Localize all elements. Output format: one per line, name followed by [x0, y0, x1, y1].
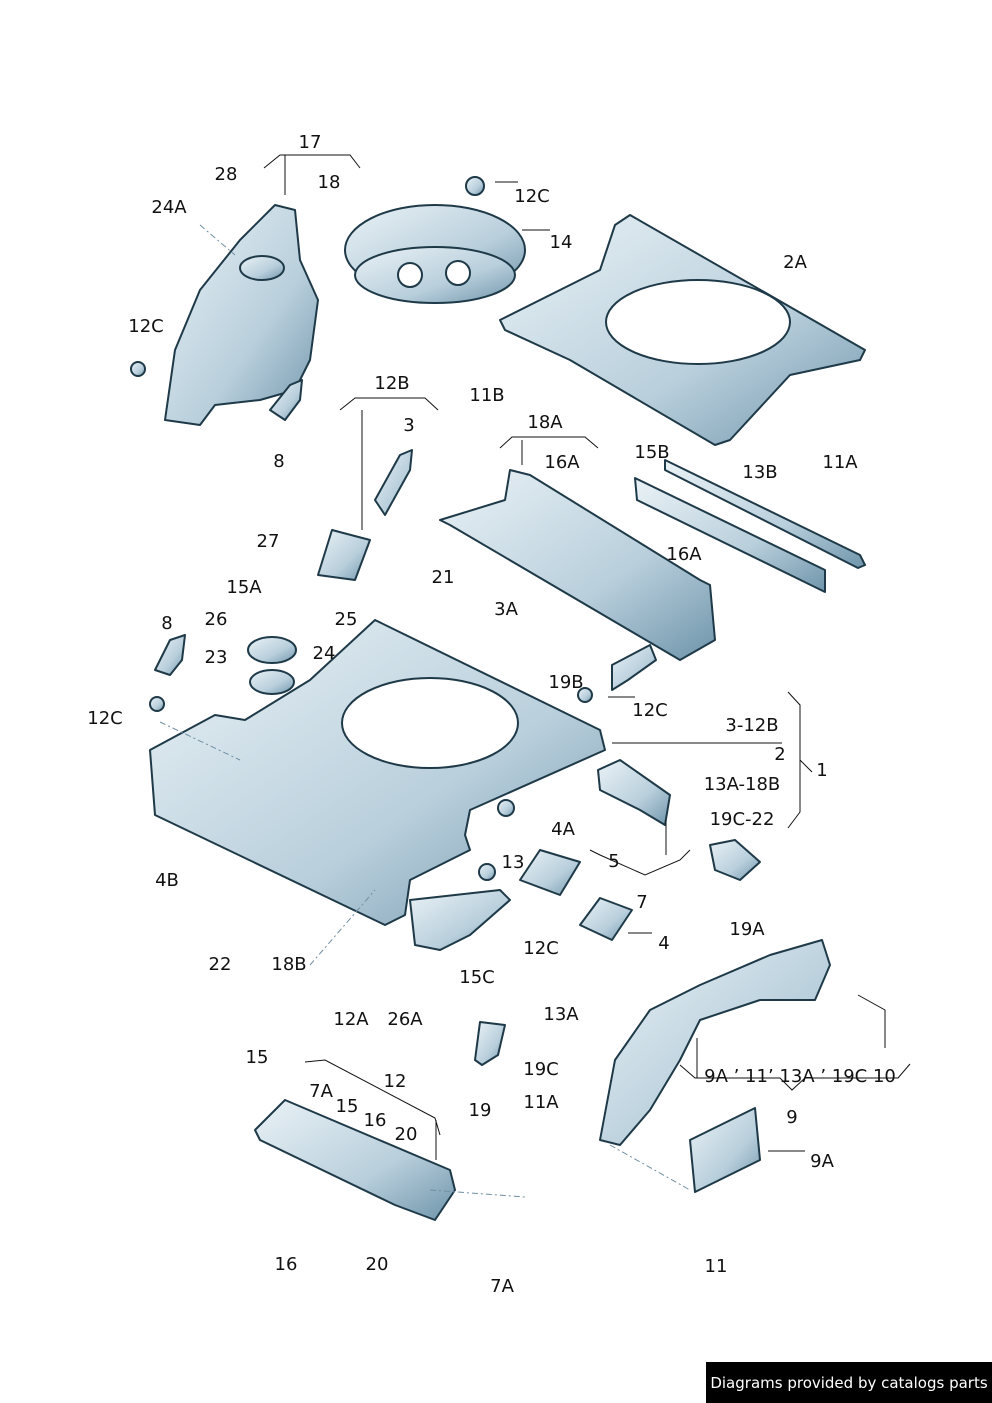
part-callout-label: 16A: [666, 544, 702, 565]
cross-member-12-part: [254, 1099, 456, 1221]
part-callout-label: 15C: [459, 967, 495, 988]
part-callout-label: 13A: [543, 1004, 579, 1025]
part-callout-label: 12C: [128, 316, 164, 337]
bracket-5-part: [597, 759, 671, 826]
bracket-4a-part: [519, 849, 581, 896]
rail-15b-part: [634, 477, 826, 593]
cross-member-part: [439, 469, 716, 661]
part-callout-label: 11A: [822, 452, 858, 473]
part-callout-label: 17: [298, 132, 322, 153]
part-callout-label: 15A: [226, 577, 262, 598]
part-callout-label: 9A ’ 11’ 13A ’ 19C 10: [704, 1066, 896, 1087]
bracket-4-part: [579, 897, 633, 941]
dashed-leaders: [159, 224, 691, 1198]
part-callout-label: 2: [774, 744, 786, 765]
part-callout-label: 11B: [469, 385, 505, 406]
bracket-19b-part: [611, 644, 657, 691]
part-callout-label: 7A: [490, 1276, 514, 1297]
part-callout-label: 16: [363, 1110, 387, 1131]
part-callout-label: 13A-18B: [703, 774, 781, 795]
part-callout-label: 18A: [527, 412, 563, 433]
rail-13b-part: [664, 459, 866, 569]
part-callout-label: 15: [335, 1096, 359, 1117]
part-callout-label: 24A: [151, 197, 187, 218]
part-callout-label: 8: [273, 451, 285, 472]
leader-lines: [263, 154, 911, 1160]
part-callout-label: 12A: [333, 1009, 369, 1030]
side-member-part: [599, 939, 831, 1146]
part-callout-label: 13: [501, 852, 525, 873]
part-callout-label: 7: [636, 892, 648, 913]
part-callout-label: 12C: [632, 700, 668, 721]
part-callout-label: 9A: [810, 1151, 834, 1172]
part-callout-label: 18B: [271, 954, 307, 975]
part-callout-label: 1: [816, 760, 828, 781]
part-callout-label: 7A: [309, 1081, 333, 1102]
bracket-9a-part: [689, 1107, 761, 1193]
part-callout-label: 21: [431, 567, 455, 588]
bracket-15c-part: [409, 889, 511, 951]
part-callout-label: 25: [334, 609, 358, 630]
part-callout-label: 19B: [548, 672, 584, 693]
part-callout-label: 27: [256, 531, 280, 552]
part-callout-label: 11: [704, 1256, 728, 1277]
part-callout-label: 12C: [523, 938, 559, 959]
part-callout-label: 20: [365, 1254, 389, 1275]
part-callout-label: 2A: [783, 252, 807, 273]
part-callout-label: 4: [658, 933, 670, 954]
part-callout-label: 26A: [387, 1009, 423, 1030]
part-callout-label: 12: [383, 1071, 407, 1092]
part-callout-label: 19C: [523, 1059, 559, 1080]
part-callout-label: 9: [786, 1107, 798, 1128]
bracket-19-part: [474, 1021, 506, 1066]
part-callout-label: 5: [608, 851, 620, 872]
part-callout-label: 8: [161, 613, 173, 634]
part-callout-label: 14: [549, 232, 573, 253]
part-callout-label: 16: [274, 1254, 298, 1275]
part-callout-label: 4B: [155, 870, 179, 891]
part-callout-label: 13B: [742, 462, 778, 483]
part-callout-label: 12C: [514, 186, 550, 207]
part-callout-label: 16A: [544, 452, 580, 473]
part-callout-label: 19C-22: [709, 809, 775, 830]
bracket-8b-part: [154, 634, 186, 676]
part-callout-label: 12B: [374, 373, 410, 394]
part-callout-label: 23: [204, 647, 228, 668]
part-callout-label: 24: [312, 643, 336, 664]
bracket-8-part: [269, 379, 303, 421]
part-callout-label: 20: [394, 1124, 418, 1145]
bracket-19a-part: [709, 839, 761, 881]
part-callout-label: 12C: [87, 708, 123, 729]
part-callout-label: 11A: [523, 1092, 559, 1113]
part-callout-label: 26: [204, 609, 228, 630]
bracket-3-part: [374, 449, 413, 516]
part-callout-label: 3-12B: [725, 715, 779, 736]
part-callout-label: 4A: [551, 819, 575, 840]
part-callout-label: 19A: [729, 919, 765, 940]
part-callout-label: 3: [403, 415, 415, 436]
part-callout-label: 3A: [494, 599, 518, 620]
part-callout-label: 19: [468, 1100, 492, 1121]
footer-credit: Diagrams provided by catalogs parts: [706, 1362, 992, 1403]
part-callout-label: 28: [214, 164, 238, 185]
bracket-12b-part: [317, 529, 371, 581]
part-callout-label: 18: [317, 172, 341, 193]
part-callout-label: 15: [245, 1047, 269, 1068]
part-callout-label: 15B: [634, 442, 670, 463]
part-callout-label: 22: [208, 954, 232, 975]
